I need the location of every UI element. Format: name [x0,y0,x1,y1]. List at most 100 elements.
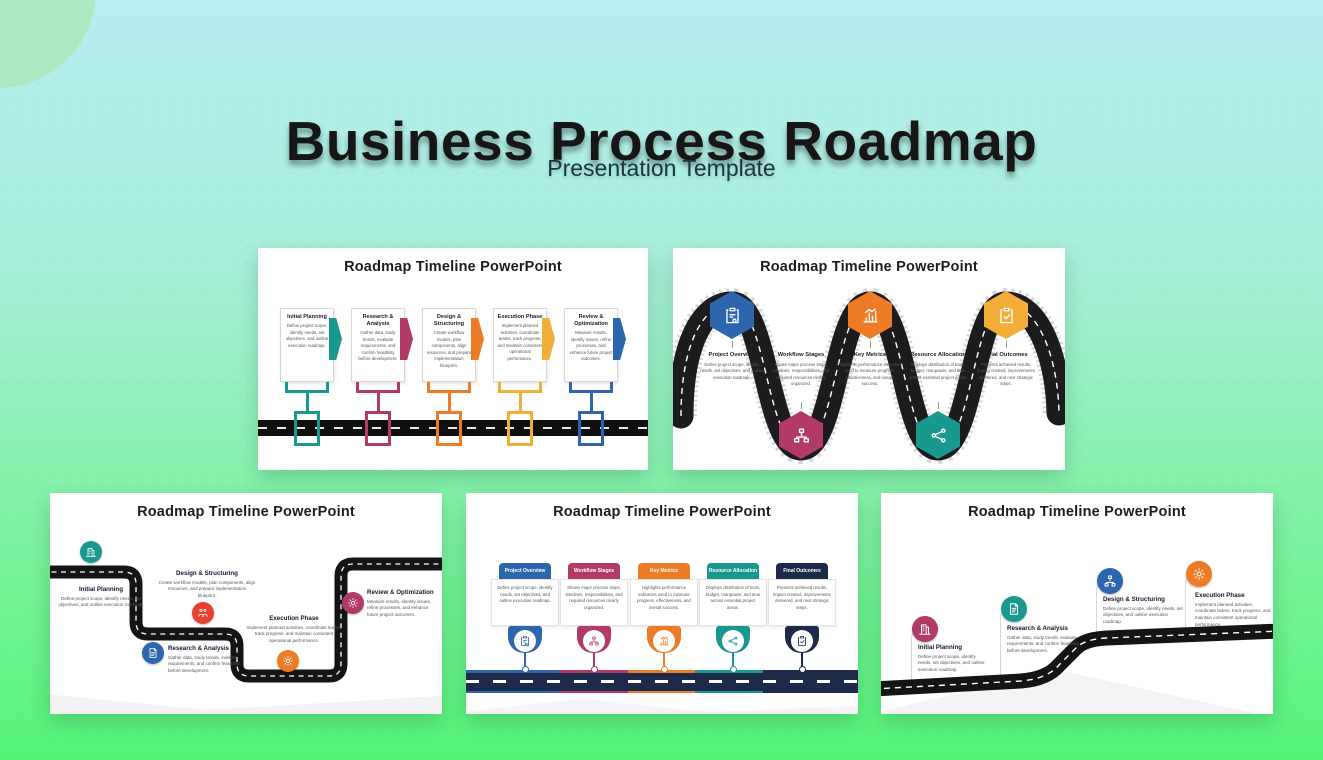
step-desc: Define project scope, identify needs, se… [918,653,985,673]
step-desc: Presents achieved results, impact create… [977,361,1035,387]
icon-circle [583,630,605,652]
timeline-step: Design & Structuring Create workflow mod… [422,308,484,446]
step-desc: Define project scope, identify needs, se… [497,585,553,604]
clipboard-gear-icon [723,306,742,325]
slide-title: Roadmap Timeline PowerPoint [344,259,562,275]
step-desc: Gather data, study trends, evaluate requ… [168,654,241,674]
document-icon [1007,602,1021,616]
timeline-step: Research & Analysis Gather data, study t… [351,308,413,446]
icon-circle [653,630,675,652]
timeline-step: Initial Planning Define project scope, i… [280,308,342,446]
slide-thumbnail-uphill-road[interactable]: Roadmap Timeline PowerPoint Initial Plan… [881,493,1273,714]
step-desc: Measure results, identify issues, refine… [367,598,432,618]
milestone-text: Final Outcomes Presents achieved results… [974,352,1038,387]
step-desc: Highlights performance indicators used t… [637,585,691,610]
timeline-step: Review & Optimization Measure results, i… [564,308,626,446]
milestone-circle [342,592,364,614]
share-nodes-icon [929,426,948,445]
step-title: Research & Analysis [362,314,394,327]
gear-icon [347,597,359,609]
milestone-text: Design & Structuring Create workflow mod… [158,570,256,600]
milestone-circle [192,602,214,624]
connector-stem [524,653,526,668]
milestone-circle [1097,568,1123,594]
card-body: Shows major process steps, timelines, re… [560,579,628,626]
connector-bracket [285,382,329,393]
step-title: Review & Optimization [574,314,608,327]
card-body: Presents achieved results, impact create… [768,579,836,626]
step-title: Project Overview [708,352,756,358]
road-dot [522,666,529,673]
slide-title: Roadmap Timeline PowerPoint [137,504,355,520]
step-desc: Displays distribution of tools, budget, … [705,585,761,610]
step-card: Design & Structuring Create workflow mod… [422,308,484,382]
step-title: Project Overview [504,568,546,574]
card-header: Project Overview [499,563,551,579]
timeline-step: Execution Phase Implement planned activi… [493,308,555,446]
milestone-circle [142,642,164,664]
step-title: Key Metrics [649,568,679,574]
milestone-text: Review & Optimization Measure results, i… [367,589,439,619]
step-desc: Implement planned activities, coordinate… [1195,601,1271,627]
road-dot [799,666,806,673]
milestone-circle [912,616,938,642]
step-title: Execution Phase [269,615,319,622]
road-dot [730,666,737,673]
card-header: Workflow Stages [568,563,620,579]
road-marker [578,411,604,446]
clipboard-check-icon [796,635,808,647]
step-desc: Gather data, study trends, evaluate requ… [358,330,398,362]
connector-stem [732,653,734,668]
slide-title: Roadmap Timeline PowerPoint [968,504,1186,520]
road-marker [365,411,391,446]
tick-mark [732,341,733,348]
icon-circle [514,630,536,652]
step-title: Final Outcomes [984,352,1028,358]
page-title: Business Process Roadmap [285,109,1038,172]
milestone-text: Workflow Stages Shows major process step… [769,352,833,387]
step-desc: Shows major process steps, timelines, re… [772,361,830,387]
road-strip [466,690,559,693]
workflow-icon [792,426,811,445]
milestone-circle [80,541,102,563]
connector-stem [593,653,595,668]
uphill-road [881,623,1273,697]
connector-stem [447,393,451,412]
step-desc: Create workflow models, plan components,… [158,579,256,599]
arrow-marker-icon [329,318,342,360]
tick-mark [1006,341,1007,348]
connector-stem [305,393,309,412]
slide-thumbnail-straight-road[interactable]: Roadmap Timeline PowerPoint Initial Plan… [258,248,648,470]
arrow-marker-icon [542,318,555,360]
slide-title: Roadmap Timeline PowerPoint [553,504,771,520]
slide-thumbnail-card-road[interactable]: Roadmap Timeline PowerPoint Project Over… [466,493,858,714]
slide-thumbnail-zigzag-road[interactable]: Roadmap Timeline PowerPoint Initial Plan… [50,493,442,714]
milestone-circle [1186,561,1212,587]
step-title: Research & Analysis [1007,625,1068,632]
step-desc: Measure results, identify issues, refine… [569,330,613,362]
team-icon [197,607,209,619]
step-desc: Define project scope, identify needs, se… [700,361,764,380]
card-body: Highlights performance indicators used t… [630,579,698,626]
step-title: Resource Allocation [708,568,758,574]
milestone-text: Project Overview Define project scope, i… [700,352,764,381]
milestone-text: Key Metrics Highlights performance indic… [838,352,902,387]
milestone-circle [1001,596,1027,622]
road-marker [436,411,462,446]
step-title: Design & Structuring [433,314,465,327]
step-card: Initial Planning Define project scope, i… [280,308,342,382]
arrow-marker-icon [471,318,484,360]
step-title: Initial Planning [78,586,123,593]
slide-thumbnail-winding-road[interactable]: Roadmap Timeline PowerPoint Project Over… [673,248,1065,470]
connector-bracket [498,382,542,393]
step-card: Review & Optimization Measure results, i… [564,308,626,382]
arrow-marker-icon [613,318,626,360]
milestone-text: Execution Phase Implement planned activi… [1195,592,1271,629]
connector-stem [589,393,593,412]
icon-circle [722,630,744,652]
icon-circle [791,630,813,652]
connector-bracket [356,382,400,393]
connector-stem [801,653,803,668]
road-strip [695,670,763,673]
slide-title: Roadmap Timeline PowerPoint [760,259,978,275]
